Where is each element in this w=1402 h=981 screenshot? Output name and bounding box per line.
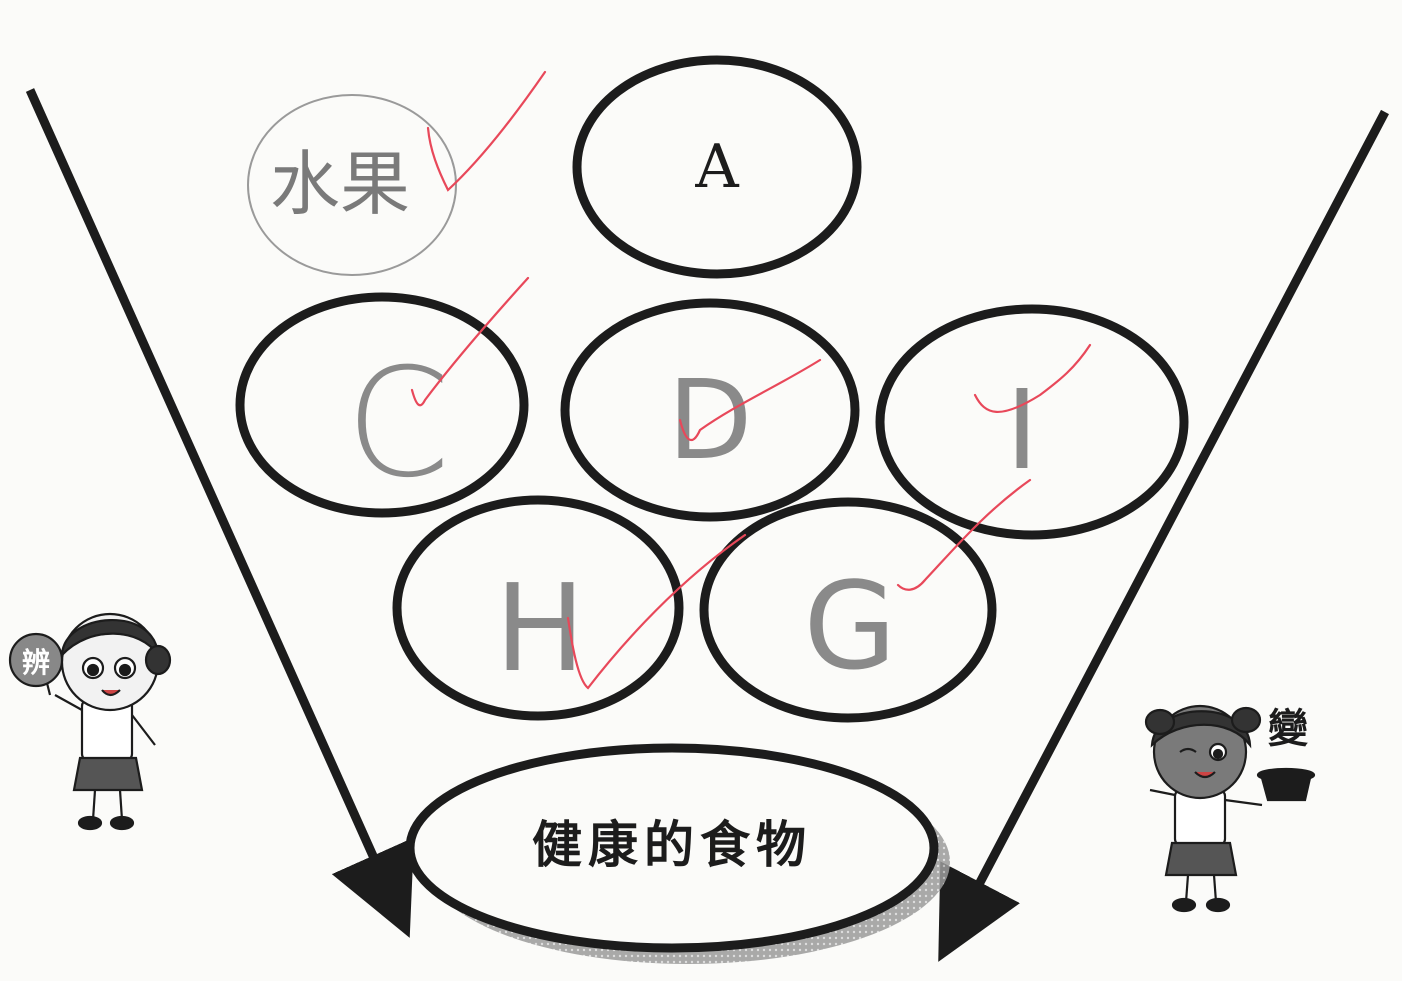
right-funnel-arrow [938,109,1389,962]
check-marks [410,70,1092,690]
check-mark-g [896,478,1032,591]
healthy-food-label: 健康的食物 [532,815,812,874]
healthy-food-ellipse: 健康的食物 [405,743,950,964]
circle-a: A [572,55,862,279]
circle-d: D [560,298,860,522]
handwritten-fruit-circle: 水果 [247,94,457,276]
handwritten-fruit-label: 水果 [270,143,410,225]
circle-i-label: I [1006,366,1038,494]
left-badge-glyph: 辨 [22,646,50,679]
right-badge-glyph: 變 [1268,705,1308,752]
check-mark-d [678,358,822,442]
left-funnel-arrow [25,88,414,938]
circle-c-label: C [346,337,451,511]
check-mark-c [410,276,530,407]
mascot-girl-right: 變 [1144,704,1316,913]
circle-g: G [699,497,997,723]
circle-h-label: H [495,560,585,699]
check-mark-fruit [426,70,547,192]
circle-d-label: D [668,356,753,484]
circle-a-label: A [694,132,739,202]
check-mark-i [973,343,1092,413]
circle-c: C [235,292,529,518]
circle-i: I [875,304,1189,540]
mascot-girl-left: 辨 [8,612,172,831]
circle-h: H [392,495,684,721]
circle-g-label: G [804,558,897,697]
check-mark-h [566,533,747,690]
